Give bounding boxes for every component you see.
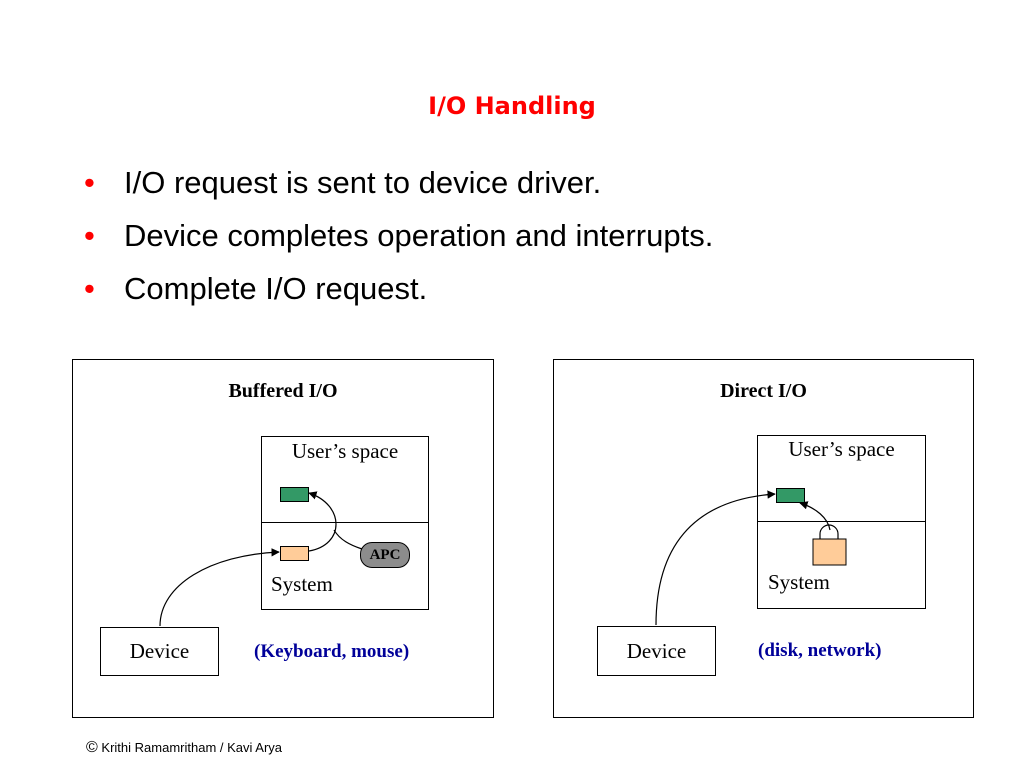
- direct-io-title: Direct I/O: [720, 380, 807, 402]
- bullet-text: Complete I/O request.: [124, 271, 428, 306]
- slide-title: I/O Handling: [428, 92, 596, 120]
- bullet-item: • I/O request is sent to device driver.: [84, 156, 713, 209]
- footer-credit: © Krithi Ramamritham / Kavi Arya: [86, 739, 282, 757]
- direct-examples-label: (disk, network): [758, 640, 882, 661]
- buffered-device-box: Device: [100, 627, 219, 676]
- device-to-user-buffer-arrow: [655, 490, 776, 626]
- bullet-text: I/O request is sent to device driver.: [124, 165, 602, 200]
- bullet-marker: •: [84, 271, 95, 306]
- direct-system-label: System: [768, 570, 830, 594]
- direct-space-divider: [758, 521, 925, 522]
- direct-user-space-label: User’s space: [788, 437, 895, 461]
- system-buffer-to-user-buffer-arrow: [308, 491, 337, 552]
- bullet-marker: •: [84, 165, 95, 200]
- direct-address-space-box: User’s space System: [757, 435, 926, 609]
- direct-device-box: Device: [597, 626, 716, 676]
- bullet-text: Device completes operation and interrupt…: [124, 218, 714, 253]
- buffered-system-label: System: [271, 572, 333, 596]
- lock-icon: [812, 524, 847, 566]
- buffered-system-buffer: [280, 546, 309, 561]
- buffered-address-space-box: User’s space System: [261, 436, 429, 610]
- direct-user-buffer: [776, 488, 805, 503]
- buffered-user-space-label: User’s space: [291, 439, 399, 463]
- device-to-system-buffer-arrow: [159, 548, 280, 627]
- copyright-symbol: ©: [86, 739, 98, 756]
- apc-badge: APC: [360, 542, 410, 568]
- bullet-marker: •: [84, 218, 95, 253]
- bullet-item: • Complete I/O request.: [84, 262, 713, 315]
- bullet-item: • Device completes operation and interrup…: [84, 209, 713, 262]
- apc-connector: [333, 529, 363, 550]
- footer-credit-text: Krithi Ramamritham / Kavi Arya: [101, 740, 283, 755]
- buffered-io-title: Buffered I/O: [228, 380, 338, 402]
- lock-to-user-buffer-arrow: [799, 501, 831, 531]
- bullet-list: • I/O request is sent to device driver. •…: [84, 156, 713, 315]
- buffered-space-divider: [262, 522, 428, 523]
- buffered-examples-label: (Keyboard, mouse): [254, 641, 410, 662]
